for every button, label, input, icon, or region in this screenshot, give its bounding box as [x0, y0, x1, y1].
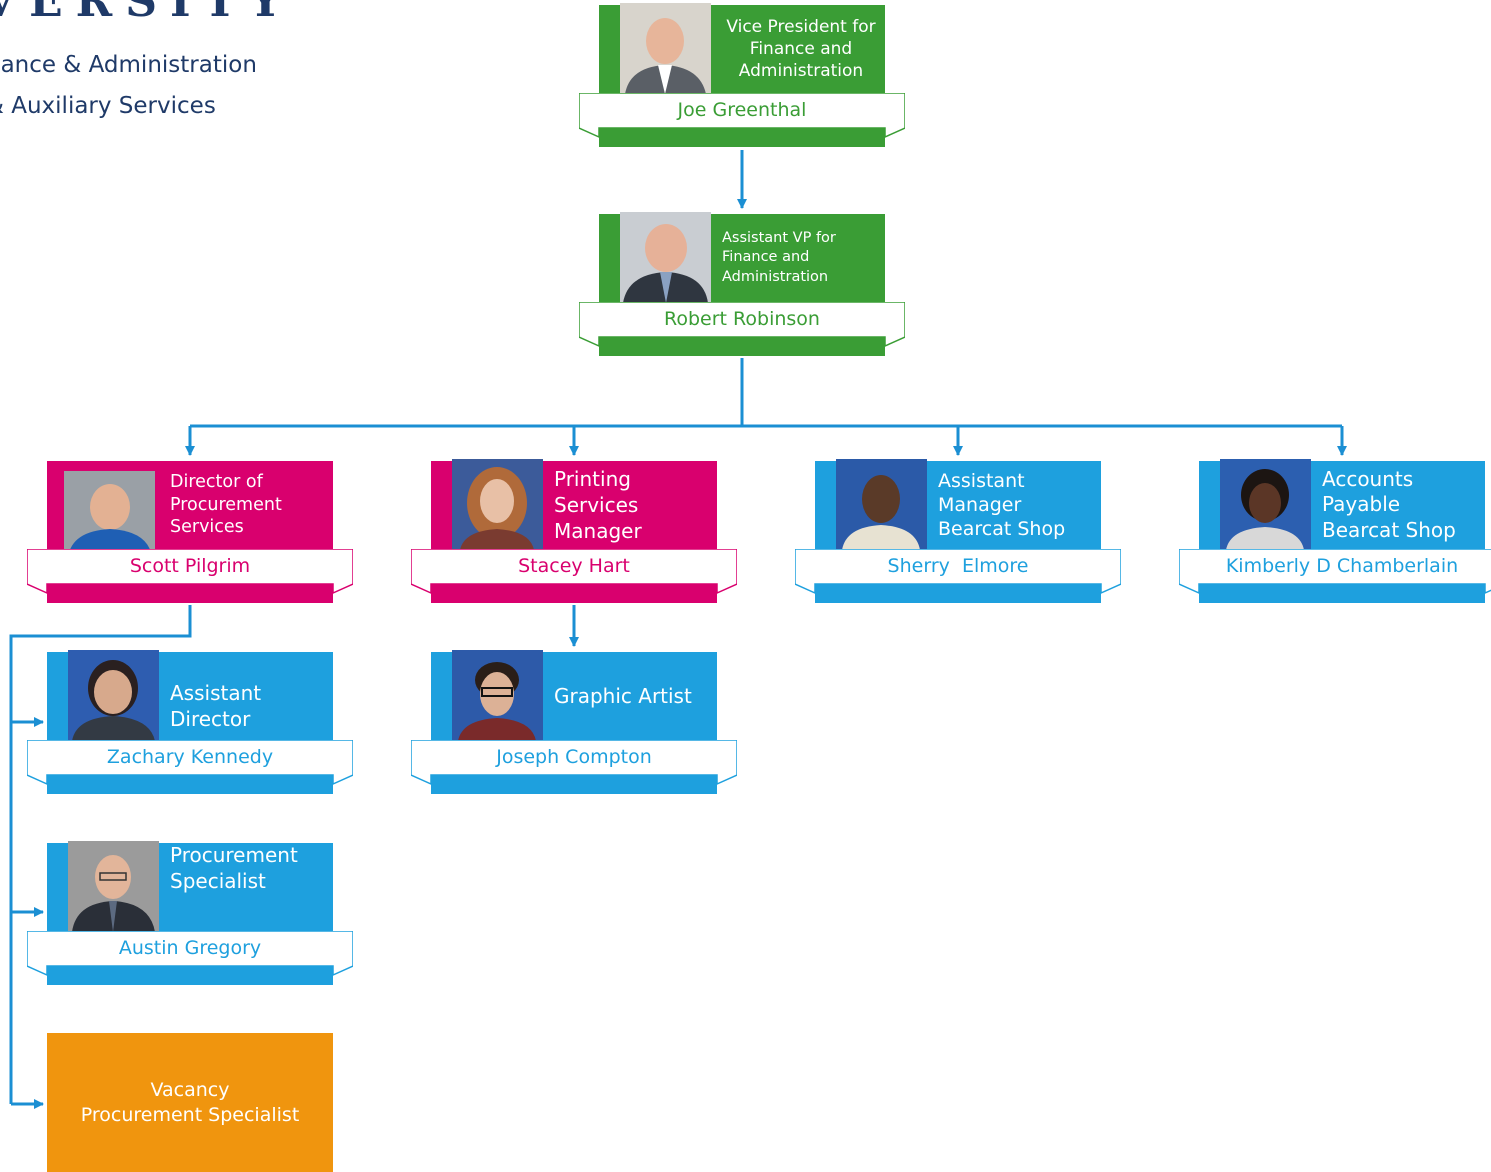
- job-title: Director of Procurement Services: [170, 471, 282, 538]
- name-ribbon: Zachary Kennedy: [27, 740, 353, 786]
- job-title: Vice President for Finance and Administr…: [726, 16, 876, 82]
- person-photo-icon: [1220, 459, 1311, 550]
- person-photo-icon: [620, 212, 711, 303]
- org-card-vp: Vice President for Finance and Administr…: [579, 3, 905, 147]
- org-card-graphic-artist: Graphic Artist Joseph Compton: [411, 650, 737, 794]
- person-photo-icon: [452, 650, 543, 741]
- org-card-vacancy: Vacancy Procurement Specialist: [47, 1033, 333, 1172]
- job-title: Graphic Artist: [554, 684, 692, 708]
- org-card-bearcat-assistant: Assistant Manager Bearcat Shop Sherry El…: [795, 459, 1121, 603]
- org-card-procurement-specialist: Procurement Specialist Austin Gregory: [27, 841, 353, 985]
- org-card-director: Director of Procurement Services Scott P…: [27, 461, 353, 603]
- name-ribbon: Kimberly D Chamberlain: [1179, 549, 1491, 595]
- org-card-assistant-director: Assistant Director Zachary Kennedy: [27, 650, 353, 794]
- person-photo-icon: [836, 459, 927, 550]
- department-title: & Auxiliary Services: [0, 93, 216, 119]
- university-name: VERSITY: [0, 0, 294, 27]
- vacancy-label: Vacancy: [150, 1078, 230, 1101]
- org-card-printing: Printing Services Manager Stacey Hart: [411, 459, 737, 603]
- person-name: Zachary Kennedy: [106, 746, 274, 768]
- org-card-accounts-payable: Accounts Payable Bearcat Shop Kimberly D…: [1179, 459, 1491, 603]
- job-title: Printing Services Manager: [554, 467, 642, 543]
- person-name: Kimberly D Chamberlain: [1225, 555, 1459, 577]
- person-name: Austin Gregory: [118, 937, 262, 959]
- connector-director-drop: [9, 605, 192, 1104]
- person-photo-icon: [620, 3, 711, 94]
- person-name: Scott Pilgrim: [129, 555, 251, 577]
- name-ribbon: Joe Greenthal: [579, 93, 905, 139]
- vacancy-title: Procurement Specialist: [80, 1103, 300, 1126]
- job-title: Assistant VP for Finance and Administrat…: [722, 229, 836, 285]
- name-ribbon: Sherry Elmore: [795, 549, 1121, 595]
- name-ribbon: Joseph Compton: [411, 740, 737, 786]
- name-ribbon: Scott Pilgrim: [27, 549, 353, 595]
- name-ribbon: Stacey Hart: [411, 549, 737, 595]
- job-title: Procurement Specialist: [170, 843, 298, 893]
- person-name: Joe Greenthal: [677, 99, 807, 121]
- org-card-avp: Assistant VP for Finance and Administrat…: [579, 212, 905, 356]
- person-name: Robert Robinson: [664, 308, 820, 330]
- job-title: Accounts Payable Bearcat Shop: [1322, 466, 1456, 542]
- name-ribbon: Robert Robinson: [579, 302, 905, 348]
- person-photo-icon: [68, 841, 159, 932]
- person-photo-icon: [68, 650, 159, 741]
- person-photo-icon: [64, 471, 155, 557]
- name-ribbon: Austin Gregory: [27, 931, 353, 977]
- person-name: Stacey Hart: [518, 555, 630, 577]
- person-name: Sherry Elmore: [887, 555, 1029, 577]
- job-title: Assistant Manager Bearcat Shop: [938, 469, 1066, 541]
- person-photo-icon: [452, 459, 543, 550]
- job-title: Assistant Director: [170, 681, 262, 731]
- division-title: nance & Administration: [0, 52, 257, 78]
- person-name: Joseph Compton: [496, 746, 652, 768]
